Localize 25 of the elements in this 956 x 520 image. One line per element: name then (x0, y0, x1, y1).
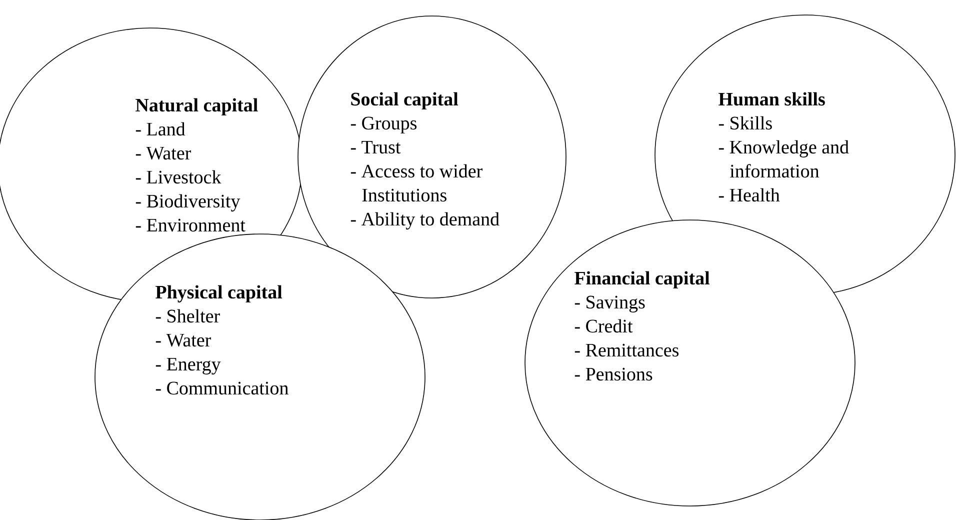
heading: Social capital (351, 92, 458, 110)
heading: Human skills (718, 92, 825, 106)
list-item: - Groups (350, 116, 417, 134)
heading: Financial capital (574, 271, 710, 288)
list-item: - Remittances (574, 344, 679, 357)
list-item: - Access to wider Institutions (350, 164, 482, 202)
list-item: - Water (156, 334, 212, 347)
list-item: - Pensions (574, 368, 652, 381)
list-item: - Communication (156, 382, 288, 395)
list-item: - Livestock (136, 170, 222, 184)
list-item: - Land (136, 122, 186, 136)
list-item: - Savings (574, 296, 645, 312)
list-item: - Energy (156, 358, 221, 374)
heading: Physical capital (156, 285, 282, 302)
heading: Natural capital (136, 98, 258, 116)
list-item: - Environment (136, 218, 246, 232)
list-item: - Knowledge and information (718, 140, 849, 178)
list-item: - Health (718, 188, 780, 202)
list-item: - Ability to demand (350, 212, 500, 230)
list-item: - Water (136, 146, 192, 160)
list-item: - Skills (718, 116, 772, 130)
list-item: - Trust (350, 140, 401, 154)
list-item: - Credit (574, 319, 633, 333)
list-item: - Biodiversity (136, 194, 240, 212)
list-item: - Shelter (156, 309, 220, 323)
